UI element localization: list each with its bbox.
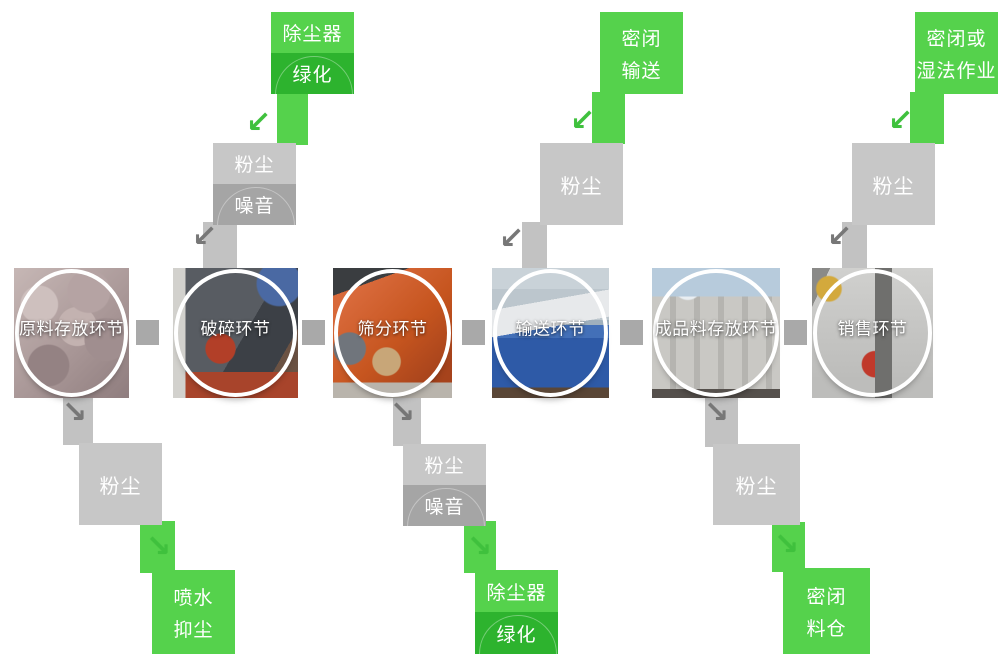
stage-screening: 筛分环节 [333, 268, 452, 398]
circle-ring [15, 269, 128, 397]
measure-box-sealed-conveying: 密闭 输送 [600, 12, 683, 94]
stage-connector [136, 320, 159, 345]
hazard-box-dust: 粉尘 [540, 143, 623, 225]
brush-arrow-se-icon: ↘ [704, 396, 730, 429]
stage-sales: 销售环节 [812, 268, 933, 398]
circle-ring [174, 269, 297, 397]
brush-arrow-se-icon: ↘ [467, 530, 493, 563]
hazard-text: 粉尘 [735, 476, 778, 498]
hazard-text: 粉尘 [424, 456, 465, 477]
brush-arrow-sw-icon: ↙ [827, 220, 853, 253]
measure-text: 湿法作业 [916, 60, 997, 82]
stage-label: 成品料存放环节 [654, 319, 778, 338]
measure-text: 除尘器 [486, 582, 547, 604]
measure-text: 料仓 [806, 618, 847, 640]
stage-conveying: 输送环节 [492, 268, 609, 398]
measure-text: 喷水 [173, 587, 214, 609]
measure-text: 除尘器 [282, 24, 343, 45]
hazard-text: 噪音 [424, 497, 465, 518]
hazard-text: 粉尘 [872, 175, 915, 198]
connector-strip [522, 222, 547, 271]
connector-strip [592, 92, 625, 144]
measure-box-sealed-silo: 密闭 料仓 [783, 568, 870, 654]
brush-arrow-sw-icon: ↙ [192, 220, 218, 253]
connector-strip [464, 521, 496, 573]
measure-label: 绿化 [475, 612, 558, 654]
circle-ring [493, 269, 608, 397]
hazard-text: 粉尘 [99, 475, 142, 498]
brush-arrow-sw-icon: ↙ [570, 104, 596, 137]
brush-arrow-se-icon: ↘ [146, 530, 172, 563]
hazard-box-dust: 粉尘 [713, 444, 800, 525]
connector-strip [63, 398, 93, 445]
connector-strip [910, 92, 944, 144]
hazard-label: 噪音 [213, 184, 296, 225]
stage-finished-product-storage: 成品料存放环节 [652, 268, 780, 398]
stage-label: 破碎环节 [200, 319, 271, 338]
brush-arrow-se-icon: ↘ [62, 396, 88, 429]
hazard-box-dust: 粉尘 [79, 443, 162, 525]
circle-ring [653, 269, 779, 397]
connector-strip [772, 522, 805, 572]
hazard-label: 粉尘 [213, 143, 296, 184]
measure-text: 抑尘 [173, 619, 214, 641]
stage-connector [462, 320, 485, 345]
measure-text: 绿化 [496, 624, 537, 646]
measure-text: 密闭或 [926, 28, 987, 50]
stage-connector [302, 320, 325, 345]
connector-strip [140, 521, 175, 573]
stage-raw-material-storage: 原料存放环节 [14, 268, 129, 398]
hazard-label: 噪音 [403, 485, 486, 526]
hazard-text: 粉尘 [560, 175, 603, 198]
connector-strip [393, 398, 421, 446]
measure-label: 除尘器 [271, 12, 354, 53]
measure-text: 绿化 [292, 65, 333, 86]
measure-label: 绿化 [271, 53, 354, 94]
circle-ring [813, 269, 932, 397]
hazard-box-dust-noise: 粉尘 噪音 [403, 444, 486, 526]
measure-text: 输送 [621, 60, 662, 82]
brush-arrow-se-icon: ↘ [774, 528, 800, 561]
measure-box-dust-collector-greening: 除尘器 绿化 [475, 570, 558, 654]
stage-label: 销售环节 [837, 319, 908, 338]
connector-strip [203, 222, 237, 269]
connector-strip [277, 92, 308, 145]
stage-crushing: 破碎环节 [173, 268, 298, 398]
measure-text: 密闭 [806, 586, 847, 608]
brush-arrow-se-icon: ↘ [390, 396, 416, 429]
stage-connector [620, 320, 643, 345]
connector-strip [705, 398, 738, 447]
stage-label: 输送环节 [515, 319, 586, 338]
connector-strip [842, 222, 867, 271]
brush-arrow-sw-icon: ↙ [888, 104, 914, 137]
hazard-text: 噪音 [234, 196, 275, 217]
hazard-label: 粉尘 [403, 444, 486, 485]
circle-ring [334, 269, 451, 397]
brush-arrow-sw-icon: ↙ [246, 106, 272, 139]
measure-box-water-spray-dust-suppression: 喷水 抑尘 [152, 570, 235, 654]
stage-label: 筛分环节 [357, 319, 428, 338]
stage-label: 原料存放环节 [19, 319, 124, 338]
stage-connector [784, 320, 807, 345]
measure-label: 除尘器 [475, 570, 558, 612]
brush-arrow-sw-icon: ↙ [499, 222, 525, 255]
hazard-box-dust-noise: 粉尘 噪音 [213, 143, 296, 225]
hazard-box-dust: 粉尘 [852, 143, 935, 225]
measure-text: 密闭 [621, 28, 662, 50]
hazard-text: 粉尘 [234, 155, 275, 176]
measure-box-sealed-or-wet-operation: 密闭或 湿法作业 [915, 12, 998, 94]
measure-box-dust-collector-greening: 除尘器 绿化 [271, 12, 354, 94]
